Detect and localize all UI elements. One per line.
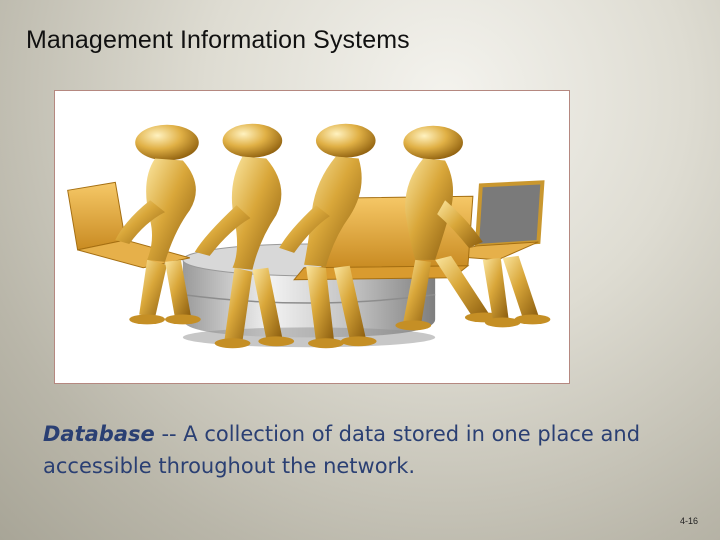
gold-figure-icon xyxy=(395,125,505,331)
database-illustration xyxy=(54,90,570,384)
definition-term: Database xyxy=(43,422,155,446)
page-number: 4-16 xyxy=(680,516,699,526)
gold-figure-icon xyxy=(279,123,377,349)
definition-separator: -- xyxy=(154,422,184,446)
definition-text: A collection of data stored in one place… xyxy=(43,422,641,478)
gold-figure-icon xyxy=(115,124,201,325)
gold-figure-legs-icon xyxy=(482,255,551,328)
slide-title: Management Information Systems xyxy=(26,26,410,54)
database-definition: Database -- A collection of data stored … xyxy=(43,418,643,482)
database-people-image xyxy=(67,123,551,349)
gold-figure-icon xyxy=(194,123,295,349)
